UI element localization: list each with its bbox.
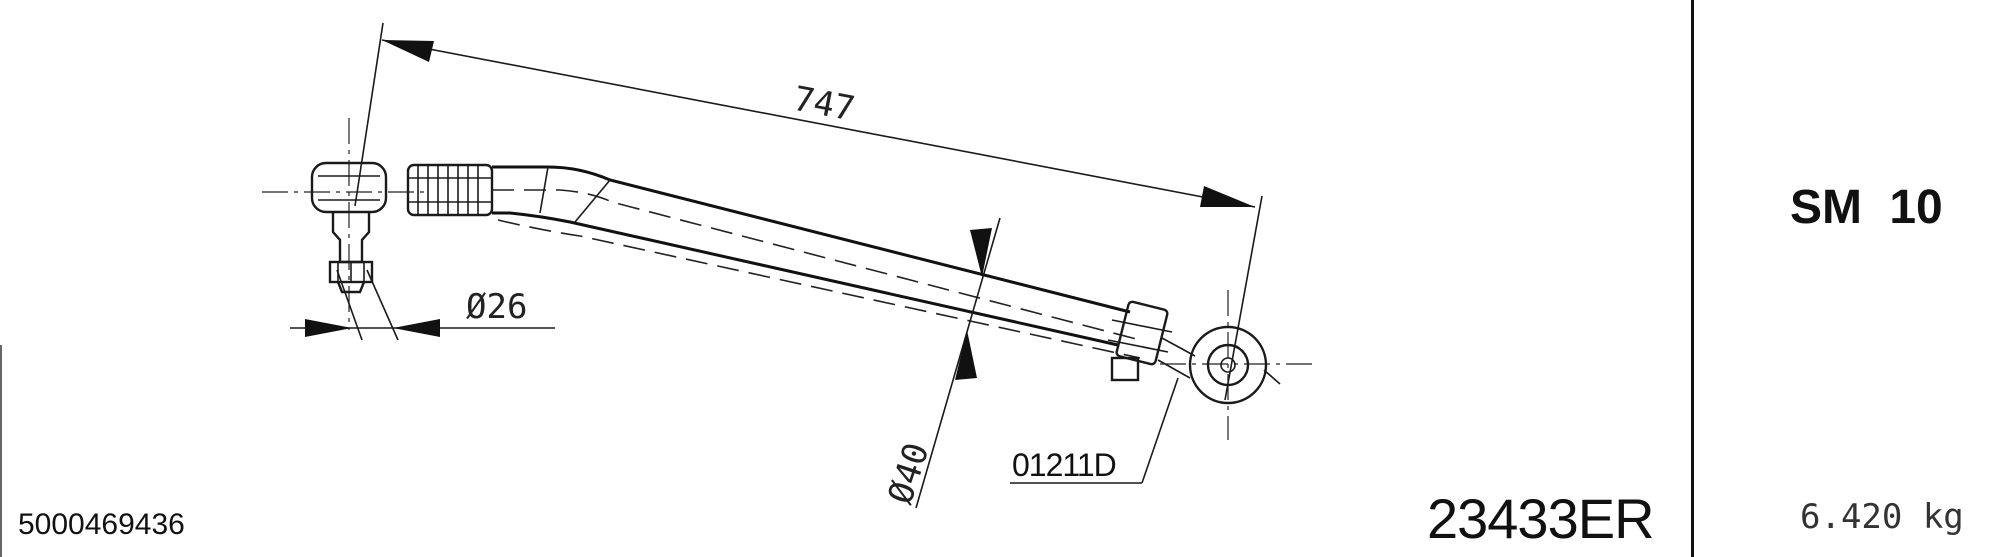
part-number: 5000469436 bbox=[18, 508, 185, 541]
tube-bend-hidden bbox=[497, 219, 1141, 359]
left-ball-joint bbox=[262, 118, 430, 330]
pin-diameter-text: Ø26 bbox=[466, 287, 527, 327]
tube-bend-mark bbox=[539, 166, 549, 214]
title-block-divider bbox=[1691, 0, 1694, 557]
series-label: SM 10 bbox=[1790, 181, 1943, 234]
threaded-sleeve bbox=[406, 163, 494, 217]
right-clamp bbox=[1107, 300, 1196, 382]
sleeve-body bbox=[406, 163, 494, 217]
tube-bend-mark-2 bbox=[574, 179, 611, 223]
tie-rod-tube bbox=[492, 165, 1141, 359]
length-dimension: 747 bbox=[354, 22, 1263, 401]
callout-part-text: 01211D bbox=[1012, 447, 1116, 483]
pin-arrow-left bbox=[305, 319, 352, 337]
weight-label: 6.420 kg bbox=[1800, 497, 1964, 537]
right-clamp-bolt bbox=[1110, 356, 1140, 382]
left-border-tick bbox=[0, 345, 2, 557]
catalog-code: 23433ER bbox=[1427, 487, 1655, 550]
tube-upper-edge bbox=[492, 165, 1131, 314]
pin-arrow-right bbox=[393, 319, 440, 337]
right-clamp-line bbox=[1111, 319, 1173, 333]
arrowhead-left bbox=[382, 40, 434, 62]
tube-diameter-dimension: Ø40 bbox=[881, 217, 1001, 509]
right-tube-stub-2 bbox=[1157, 359, 1191, 379]
tube-diameter-text: Ø40 bbox=[881, 438, 938, 509]
left-joint-neck bbox=[331, 212, 371, 264]
tube-arrow-top bbox=[970, 228, 992, 277]
right-eye-outer bbox=[1188, 325, 1268, 405]
tube-lower-edge bbox=[492, 211, 1119, 347]
right-clamp-line-2 bbox=[1107, 339, 1169, 353]
callout-leader bbox=[1141, 377, 1179, 484]
right-eye-bolt bbox=[1263, 369, 1281, 385]
left-joint-pin-tip bbox=[336, 281, 366, 294]
right-eye-joint bbox=[1160, 290, 1315, 440]
right-eye-inner bbox=[1206, 343, 1250, 387]
right-tube-stub bbox=[1161, 337, 1196, 357]
tube-dimension-line bbox=[915, 217, 1001, 509]
dimension-747-text: 747 bbox=[790, 79, 858, 130]
right-eye-bore bbox=[1220, 357, 1236, 373]
left-joint-housing bbox=[310, 161, 388, 214]
pin-extension-right bbox=[366, 269, 399, 341]
pin-diameter-dimension: Ø26 bbox=[290, 269, 555, 341]
tube-arrow-bottom bbox=[955, 330, 977, 380]
part-callout: 01211D bbox=[1010, 377, 1179, 484]
right-clamp-body bbox=[1115, 300, 1169, 366]
dimension-line-747 bbox=[381, 39, 1256, 208]
extension-line-left bbox=[354, 22, 384, 207]
tube-inner-dashed bbox=[492, 189, 1141, 341]
extension-line-right bbox=[1224, 195, 1263, 401]
arrowhead-right bbox=[1200, 186, 1255, 207]
